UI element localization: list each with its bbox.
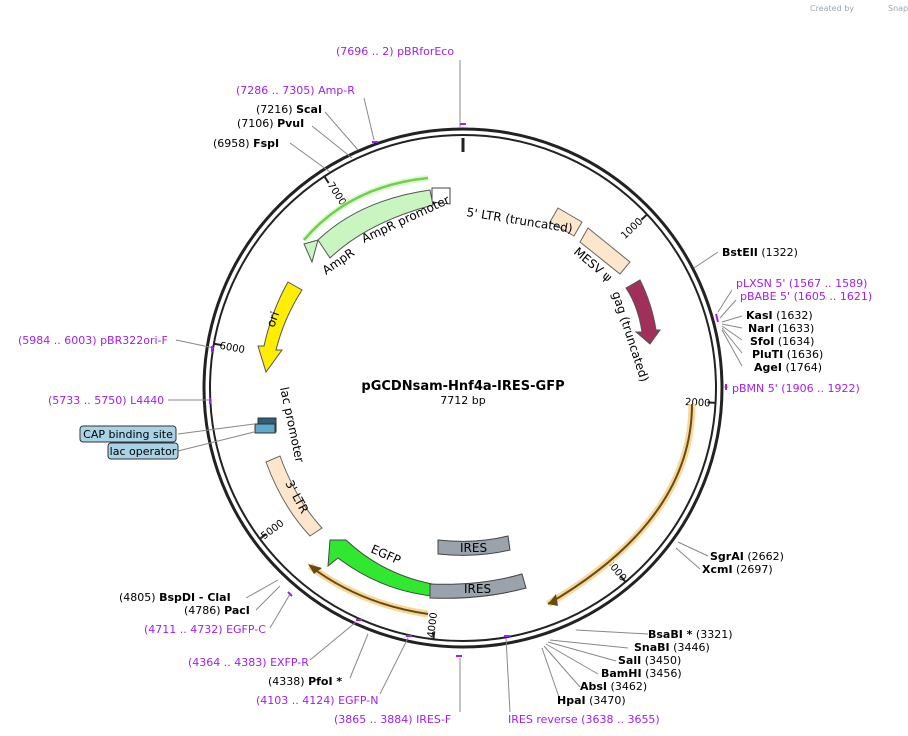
ruler-tick bbox=[640, 213, 648, 221]
ruler-tick-label: 5000 bbox=[259, 518, 286, 542]
primer-label: (4103 .. 4124) EGFP-N bbox=[256, 694, 378, 707]
backbone-inner bbox=[209, 134, 717, 642]
leader-lines bbox=[168, 60, 743, 713]
feature-amp-promoter-arrow bbox=[431, 187, 451, 205]
features bbox=[254, 175, 696, 618]
enzyme-label: (4338) PfoI * bbox=[268, 675, 342, 688]
ruler-tick bbox=[619, 575, 627, 583]
ruler-tick-label: 6000 bbox=[219, 341, 246, 356]
primer-label: (5984 .. 6003) pBR322ori-F bbox=[18, 334, 168, 347]
plasmid-name: pGCDNsam-Hnf4a-IRES-GFP bbox=[361, 379, 564, 394]
feature-ampr-head bbox=[303, 239, 319, 264]
feature-ori bbox=[257, 281, 303, 374]
primer-label: pLXSN 5' (1567 .. 1589) bbox=[736, 277, 867, 290]
enzyme-label: BamHI (3456) bbox=[601, 667, 682, 680]
enzyme-label: (6958) FspI bbox=[213, 137, 279, 150]
backbone-outer bbox=[202, 127, 724, 649]
orf-ampr-glow bbox=[301, 175, 429, 242]
orf-right-head bbox=[548, 594, 558, 606]
enzyme-label: SgrAI (2662) bbox=[710, 550, 784, 563]
enzyme-label: KasI (1632) bbox=[746, 309, 813, 322]
ruler-tick bbox=[259, 533, 267, 540]
lac-operator-box bbox=[107, 442, 179, 460]
feature-5ltr bbox=[549, 207, 583, 237]
enzyme-label: NarI (1633) bbox=[748, 322, 814, 335]
credit-brand: SnapGene bbox=[888, 4, 908, 13]
ruler-tick-label: 4000 bbox=[426, 612, 440, 639]
orf-egfp-head bbox=[308, 564, 322, 574]
enzyme-label: SfoI (1634) bbox=[750, 335, 814, 348]
label-lac-promoter: lac promoter bbox=[277, 386, 307, 464]
feature-ires-1 bbox=[429, 573, 527, 599]
primer-label: (3865 .. 3884) IRES-F bbox=[334, 713, 451, 726]
enzyme-label: (7216) ScaI bbox=[256, 103, 322, 116]
ruler-tick bbox=[213, 342, 222, 347]
enzyme-label: AgeI (1764) bbox=[754, 361, 822, 374]
orf-right bbox=[547, 403, 693, 605]
label-ires-1: IRES bbox=[464, 582, 491, 596]
primer-label: (4364 .. 4383) EXFP-R bbox=[188, 656, 309, 669]
orf-egfp bbox=[309, 565, 429, 615]
enzyme-label: XcmI (2697) bbox=[702, 563, 773, 576]
label-ires-2: IRES bbox=[460, 541, 487, 555]
feature-3ltr bbox=[265, 455, 323, 537]
ruler-tick bbox=[323, 175, 330, 184]
enzyme-label: (4805) BspDI - ClaI bbox=[119, 591, 231, 604]
primer-marks bbox=[209, 123, 727, 657]
cap-site-label: CAP binding site bbox=[83, 428, 173, 441]
enzyme-label: (4786) PacI bbox=[184, 604, 250, 617]
primer-label: (4711 .. 4732) EGFP-C bbox=[144, 623, 266, 636]
label-ori: ori bbox=[264, 310, 282, 329]
feature-egfp bbox=[327, 539, 433, 597]
lac-operator-label: lac operator bbox=[110, 445, 177, 458]
primer-label: pBMN 5' (1906 .. 1922) bbox=[732, 382, 860, 395]
feature-ampr bbox=[317, 189, 434, 259]
cap-site-box bbox=[79, 425, 177, 443]
feature-gag bbox=[625, 279, 661, 345]
primer-label: (5733 .. 5750) L4440 bbox=[48, 394, 164, 407]
site-labels: (7696 .. 2) pBRforEco (7286 .. 7305) Amp-… bbox=[18, 45, 872, 726]
feature-ires-2 bbox=[437, 535, 511, 556]
enzyme-label: SalI (3450) bbox=[618, 654, 681, 667]
feature-mesv-psi bbox=[579, 227, 631, 275]
enzyme-label: PluTI (1636) bbox=[752, 348, 823, 361]
enzyme-label: SnaBI (3446) bbox=[634, 641, 710, 654]
primer-label: IRES reverse (3638 .. 3655) bbox=[508, 713, 660, 726]
feature-cap-site bbox=[254, 423, 276, 434]
primer-label: (7696 .. 2) pBRforEco bbox=[336, 45, 454, 58]
enzyme-label: AbsI (3462) bbox=[580, 680, 647, 693]
credit-text: Created by bbox=[810, 4, 854, 13]
primer-label: pBABE 5' (1605 .. 1621) bbox=[740, 290, 872, 303]
primer-label: (7286 .. 7305) Amp-R bbox=[236, 84, 355, 97]
enzyme-label: BsaBI * (3321) bbox=[648, 628, 733, 641]
enzyme-label: BstEII (1322) bbox=[722, 246, 798, 259]
enzyme-label: (7106) PvuI bbox=[237, 117, 304, 130]
ruler-tick bbox=[432, 631, 436, 640]
enzyme-label: HpaI (3470) bbox=[557, 694, 626, 707]
plasmid-length: 7712 bp bbox=[440, 394, 485, 407]
